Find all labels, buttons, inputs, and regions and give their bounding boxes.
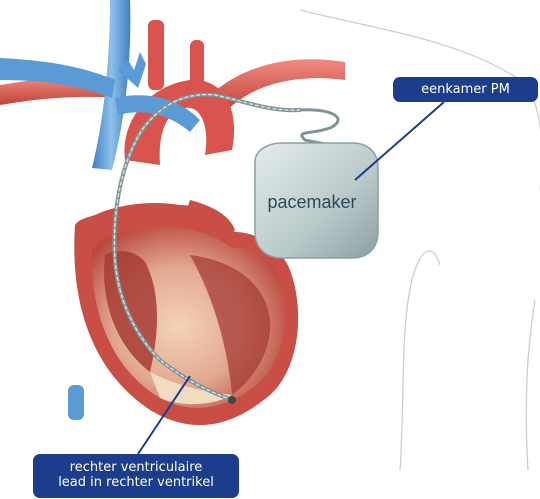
pacemaker-device: pacemaker — [255, 143, 378, 258]
lead-tip — [228, 396, 236, 404]
callout-lead-line2: lead in rechter ventrikel — [33, 475, 239, 490]
lead-to-device — [300, 110, 338, 145]
leader-line-pacemaker — [355, 102, 444, 180]
pacemaker-device-label: pacemaker — [267, 192, 356, 212]
callout-lead: rechter ventriculaire lead in rechter ve… — [33, 454, 239, 498]
callout-pacemaker: eenkamer PM — [393, 77, 538, 102]
callout-lead-line1: rechter ventriculaire — [33, 460, 239, 475]
